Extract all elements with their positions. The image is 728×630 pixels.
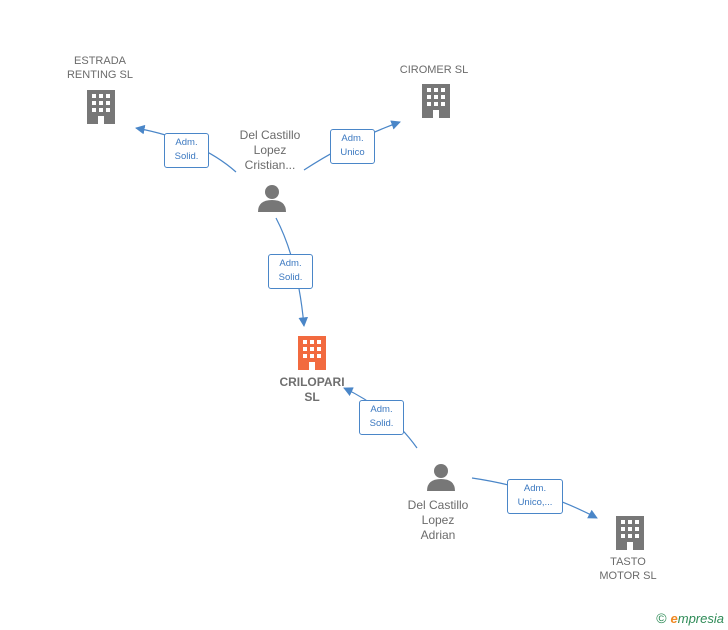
copyright-icon: © <box>656 610 667 626</box>
node-label-adrian[interactable]: Del Castillo Lopez Adrian <box>407 498 469 542</box>
edge-label-cristian-ciromer: Adm. Unico <box>330 129 375 164</box>
edge-label-cristian-estrada: Adm. Solid. <box>164 133 209 168</box>
building-icon[interactable] <box>298 336 326 370</box>
building-icon[interactable] <box>616 516 644 550</box>
node-label-cristian[interactable]: Del Castillo Lopez Cristian... <box>239 128 301 172</box>
node-label-tasto-motor[interactable]: TASTO MOTOR SL <box>599 556 657 582</box>
edge-label-cristian-crilopari: Adm. Solid. <box>268 254 313 289</box>
node-label-crilopari[interactable]: CRILOPARI SL <box>279 375 345 404</box>
building-icon[interactable] <box>422 84 450 118</box>
building-icon[interactable] <box>87 90 115 124</box>
node-label-estrada-renting[interactable]: ESTRADA RENTING SL <box>66 55 133 81</box>
brand-logo-e: e <box>670 611 678 626</box>
edge-label-adrian-tasto: Adm. Unico,... <box>507 479 563 514</box>
brand-footer: ©empresia <box>656 610 724 626</box>
person-icon[interactable] <box>427 464 455 491</box>
brand-logo-text: mpresia <box>677 611 724 626</box>
person-icon[interactable] <box>258 185 286 212</box>
edge-label-adrian-crilopari: Adm. Solid. <box>359 400 404 435</box>
node-label-ciromer[interactable]: CIROMER SL <box>399 64 469 76</box>
